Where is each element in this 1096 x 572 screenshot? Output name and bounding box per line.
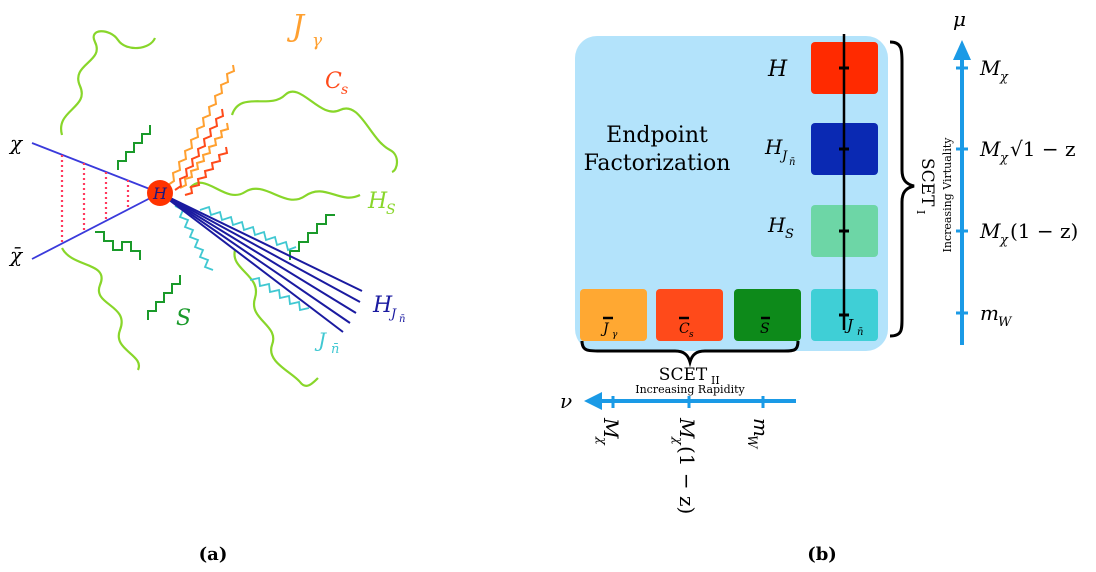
col-label-h-s: H [767, 213, 786, 237]
bottom-label-j-gamma-sub: γ [612, 330, 618, 340]
bottom-label-j-n: J [844, 316, 854, 334]
jet-cyan-zigzags [174, 205, 310, 312]
caption-b: (b) [807, 544, 837, 565]
bottom-label-c-s-sub: s [689, 330, 694, 340]
scet-i-label: SCET [917, 158, 937, 207]
soft-wave-top-right [230, 90, 399, 174]
scet-i-sub: I [914, 210, 927, 214]
mu-tick-label-2: M χ (1 − z) [979, 219, 1078, 248]
nu-tick-label-0: M χ [594, 417, 623, 446]
j-n-label: J [314, 328, 327, 352]
h-jn-subsub: n̄ [399, 314, 405, 325]
nu-axis-symbol: ν [560, 389, 572, 413]
caption-a: (a) [199, 544, 228, 565]
svg-text:√1 − z: √1 − z [1010, 137, 1075, 161]
scet-ii-sub: II [711, 374, 720, 387]
scet-ii-label: SCET [659, 365, 708, 385]
increasing-rapidity-label: Increasing Rapidity [635, 383, 745, 396]
mu-axis-arrowhead [953, 40, 971, 60]
svg-text:M: M [675, 417, 699, 439]
svg-text:M: M [979, 56, 1001, 80]
soft-wave-top-left [59, 30, 157, 136]
scet-ii-brace [580, 340, 800, 368]
panel-b-factorization: Endpoint Factorization H H J n̄ H S J γ … [560, 7, 1078, 565]
svg-text:(1 − z): (1 − z) [675, 446, 699, 514]
soft-wave-mid-right [189, 181, 361, 201]
svg-text:W: W [998, 315, 1013, 330]
mu-tick-label-1: M χ √1 − z [979, 137, 1075, 166]
j-gamma-sub: γ [312, 31, 323, 51]
soft-green-zigzags [95, 125, 335, 320]
j-gamma-label: J [286, 9, 306, 44]
mu-axis-symbol: μ [953, 7, 966, 31]
scet-i-brace [889, 40, 915, 338]
chibar-line [31, 192, 161, 260]
hard-vertex-circle [147, 180, 173, 206]
svg-text:m: m [980, 301, 999, 325]
col-label-h: H [767, 57, 788, 82]
col-label-h-jn: H [764, 135, 783, 159]
col-label-h-jn-sub: J [779, 149, 788, 164]
fermion-lines [31, 142, 161, 260]
chi-line [31, 142, 161, 194]
h-jn-sub: J [388, 307, 397, 322]
svg-text:χ: χ [670, 436, 685, 446]
nu-axis-ticks [611, 396, 765, 408]
svg-text:m: m [749, 418, 773, 437]
collinear-photon-zigzags [167, 64, 236, 196]
chibar-label: χ̄ [8, 243, 24, 267]
svg-text:M: M [979, 219, 1001, 243]
soft-wave-lower-left [61, 247, 141, 371]
col-label-h-s-sub: S [785, 227, 794, 242]
c-s-sub: s [341, 82, 348, 98]
increasing-virtuality-label: Increasing Virtuality [941, 137, 954, 253]
svg-text:M: M [979, 137, 1001, 161]
svg-text:M: M [599, 417, 623, 439]
j-gamma-box [580, 289, 647, 341]
nu-tick-label-1: M χ (1 − z) [670, 417, 699, 514]
hard-vertex-label: H [152, 184, 168, 203]
svg-text:(1 − z): (1 − z) [1010, 219, 1078, 243]
j-n-sub: n̄ [331, 342, 339, 357]
running-ticks [839, 66, 849, 317]
soft-wave-lower-right [233, 249, 319, 387]
h-s-sub: S [386, 202, 396, 218]
bottom-label-j-gamma: J [600, 321, 610, 337]
svg-text:χ: χ [999, 151, 1009, 166]
c-s-label: C [325, 69, 342, 94]
bottom-label-c-s: C [679, 321, 690, 337]
nu-axis-arrowhead [584, 392, 602, 410]
jet-blue-lines [159, 192, 363, 333]
bottom-label-s: S [760, 321, 770, 337]
svg-text:χ: χ [594, 436, 609, 446]
box-title-line1: Endpoint [606, 123, 708, 148]
bottom-label-j-n-sub: n̄ [857, 327, 863, 338]
s-box [734, 289, 801, 341]
ladder-exchanges [60, 155, 130, 243]
s-label: S [176, 306, 191, 331]
mu-tick-label-3: m W [980, 301, 1013, 330]
h-s-label: H [367, 189, 388, 214]
mu-tick-label-0: M χ [979, 56, 1009, 85]
increasing-virtuality-group: Increasing Virtuality [941, 137, 954, 253]
nu-tick-label-2: m W [744, 418, 773, 450]
factorization-box [575, 36, 888, 351]
scet-i-label-group: SCET I [914, 158, 937, 214]
panel-a-feynman-diagram: H χ χ̄ J γ C s H S S H J n̄ J n̄ (a) [8, 9, 405, 565]
h-jn-label: H [372, 293, 393, 318]
box-title-line2: Factorization [584, 151, 731, 176]
col-label-h-jn-subsub: n̄ [789, 157, 795, 168]
chi-label: χ [8, 131, 24, 155]
svg-text:χ: χ [999, 233, 1009, 248]
mu-axis-ticks [956, 66, 968, 315]
c-s-box [656, 289, 723, 341]
svg-text:χ: χ [999, 70, 1009, 85]
svg-text:W: W [744, 435, 759, 450]
